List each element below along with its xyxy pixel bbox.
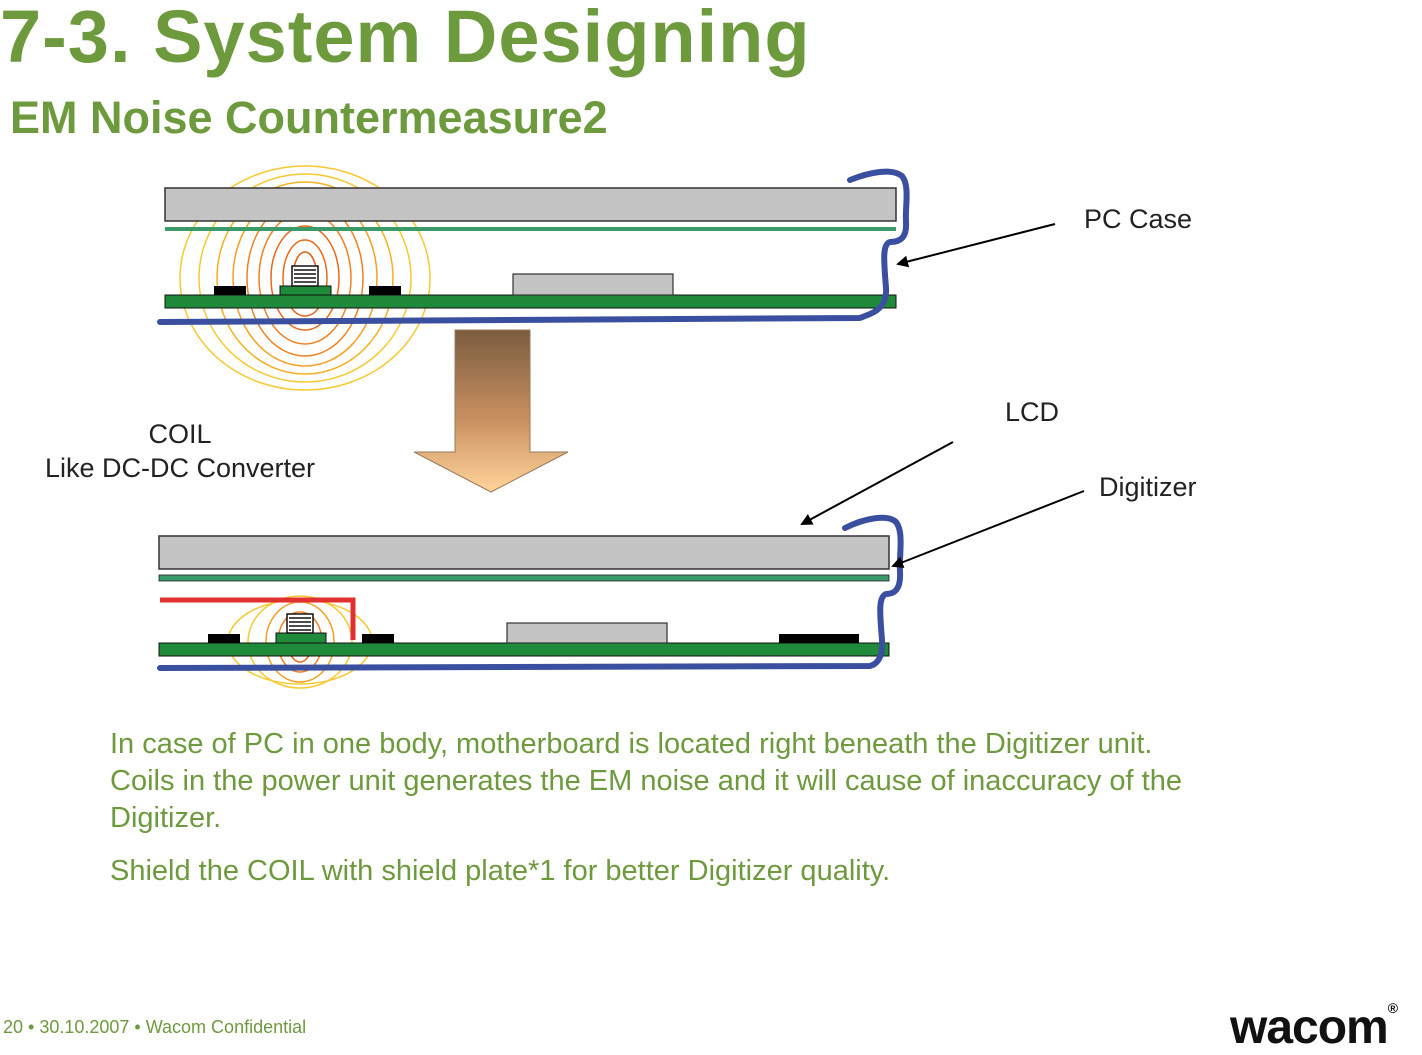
pc-case-outline-before — [157, 168, 910, 325]
after-assembly — [157, 514, 904, 689]
wacom-logo: wacom® — [1230, 1000, 1398, 1055]
ic-block-after — [506, 622, 668, 644]
shield-plate — [160, 597, 356, 640]
pc-case-label: PC Case — [1084, 204, 1193, 234]
motherboard-before — [164, 294, 897, 309]
chip-before-1 — [214, 286, 246, 295]
coil-label: COIL Like DC-DC Converter — [30, 417, 330, 485]
ic-block-before — [512, 273, 674, 296]
registered-mark: ® — [1387, 1000, 1398, 1016]
lcd-label: LCD — [1005, 397, 1060, 427]
chip-after-1 — [208, 634, 240, 643]
coil-label-line2: Like DC-DC Converter — [44, 453, 316, 483]
coil-component-before — [279, 265, 332, 296]
motherboard-after — [158, 642, 890, 657]
lcd-panel-after — [158, 535, 890, 570]
body-paragraph-1: In case of PC in one body, motherboard i… — [110, 728, 1182, 834]
pc-case-pointer — [896, 223, 1056, 268]
transition-arrow — [413, 329, 569, 493]
digitizer-sheet-before — [165, 227, 896, 231]
coil-label-line1: COIL — [148, 419, 212, 449]
lcd-pointer — [800, 441, 954, 525]
digitizer-label: Digitizer — [1099, 472, 1197, 502]
digitizer-pointer — [891, 490, 1085, 568]
slide-title: 7-3. System Designing — [0, 0, 811, 78]
digitizer-sheet-after — [158, 574, 890, 582]
pc-case-outline-after — [157, 514, 904, 671]
wacom-logo-text: wacom — [1230, 1001, 1389, 1054]
slide-footer: 20 • 30.10.2007 • Wacom Confidential — [3, 1017, 307, 1037]
body-paragraph-2: Shield the COIL with shield plate*1 for … — [110, 855, 891, 887]
coil-component-after — [275, 613, 327, 644]
chip-before-2 — [369, 286, 401, 295]
lcd-panel-before — [164, 187, 897, 222]
before-assembly — [157, 165, 910, 391]
chip-after-3 — [779, 634, 859, 643]
body-text: In case of PC in one body, motherboard i… — [110, 726, 1190, 906]
slide-subtitle: EM Noise Countermeasure2 — [10, 92, 608, 143]
chip-after-2 — [362, 634, 394, 643]
